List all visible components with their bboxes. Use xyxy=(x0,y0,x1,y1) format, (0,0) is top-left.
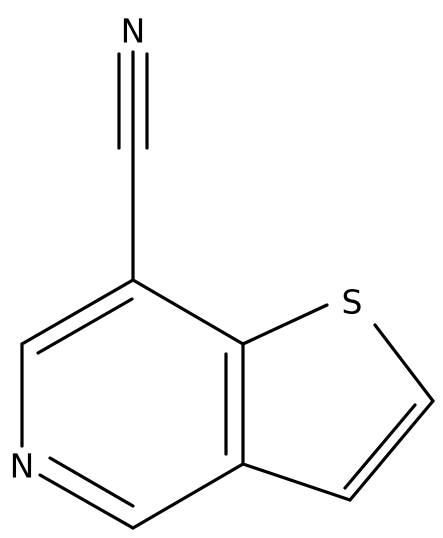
pyridine-nitrogen-label: N xyxy=(10,447,35,486)
pyridine-ring xyxy=(20,278,245,530)
nitrile-triple-bond xyxy=(117,50,149,153)
nitrile-nitrogen-label: N xyxy=(121,12,146,51)
thiophene-ring xyxy=(241,303,435,502)
thiophene-sulfur-label: S xyxy=(342,283,363,322)
